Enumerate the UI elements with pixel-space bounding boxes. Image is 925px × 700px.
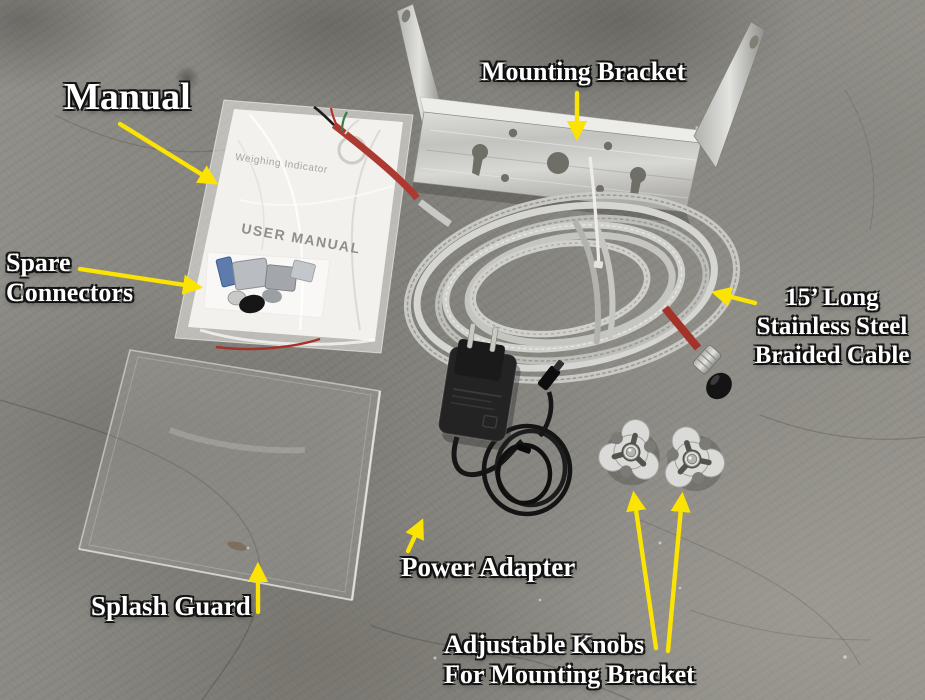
power-adapter-item (437, 322, 573, 517)
spare-connectors-label: Spare Connectors (6, 248, 133, 308)
manual-item (174, 99, 414, 354)
spare-connectors-label-line2: Connectors (6, 278, 134, 307)
red-wire (215, 337, 321, 351)
arrow-to-braided-cable (710, 286, 758, 307)
bracket-holes (472, 128, 646, 199)
mounting-bracket-label: Mounting Bracket (481, 57, 686, 86)
arrow-to-power-adapter (405, 518, 424, 554)
power-adapter-label: Power Adapter (401, 552, 576, 582)
arrow-to-spare-connectors (77, 266, 204, 295)
zip-tie (588, 156, 604, 269)
adjustable-knob-right (664, 426, 726, 492)
braided-cable-label-line3: Braided Cable (754, 342, 910, 369)
adjustable-knobs-label: Adjustable Knobs For Mounting Bracket (444, 630, 695, 690)
mounting-bracket-item (396, 3, 766, 224)
splash-guard-label: Splash Guard (91, 591, 251, 621)
adjustable-knobs-label-line1: Adjustable Knobs (444, 630, 645, 659)
arrow-to-manual (117, 121, 219, 185)
red-heat-shrink-right (661, 305, 702, 351)
braided-cable-label-line2: Stainless Steel (756, 313, 908, 340)
load-cell-wires (313, 105, 360, 135)
cable-connector (692, 345, 732, 400)
floor-texture (0, 89, 925, 700)
spare-connectors-item (203, 251, 331, 319)
annotation-arrows (77, 90, 758, 654)
braided-cable-label-line1: 15’ Long (785, 284, 879, 311)
spare-connectors-label-line1: Spare (6, 248, 71, 277)
arrow-to-right-knob (665, 491, 691, 654)
plug-prongs (466, 322, 499, 353)
barrel-plug (537, 359, 565, 391)
manual-label: Manual (64, 76, 191, 118)
splash-guard-item (78, 349, 382, 601)
adjustable-knobs-label-line2: For Mounting Bracket (444, 660, 695, 689)
braided-cable-label: 15’ Long Stainless Steel Braided Cable (742, 283, 922, 370)
arrow-to-left-knob (626, 490, 659, 651)
braided-cable-item (313, 105, 741, 400)
adjustable-knob-left (598, 419, 660, 486)
